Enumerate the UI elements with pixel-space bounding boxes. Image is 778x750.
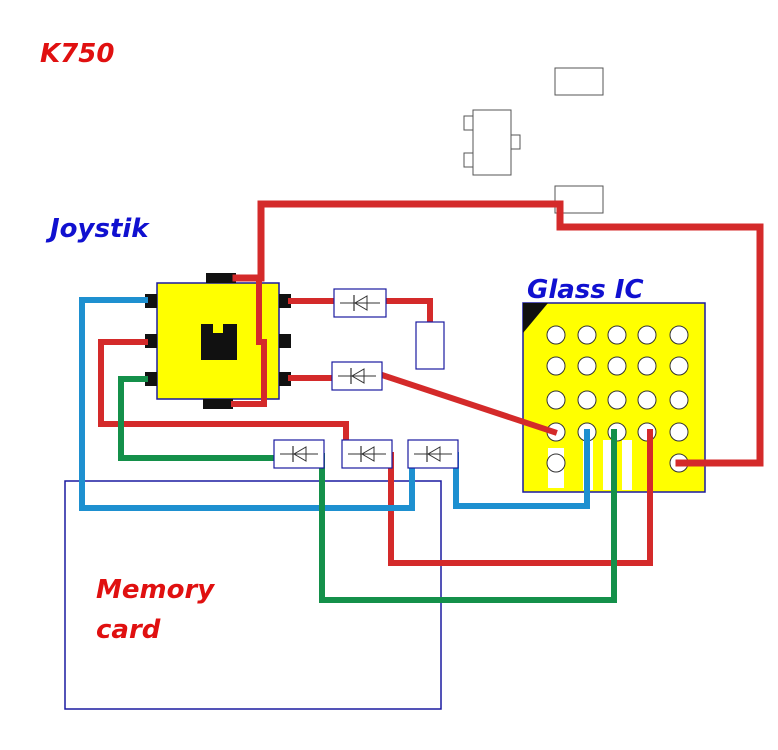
glass-ic-label: Glass IC xyxy=(527,275,644,305)
ic-ball xyxy=(577,390,597,410)
red-trace-diode2-out xyxy=(378,371,558,436)
top-resistor-pad xyxy=(554,67,604,96)
diode-symbol-icon xyxy=(273,439,325,469)
joystick-label: Joystik xyxy=(45,214,150,244)
ic-ball xyxy=(607,325,627,345)
sot23-package-icon xyxy=(463,109,521,176)
ic-ball xyxy=(546,453,566,473)
ic-ball xyxy=(669,325,689,345)
memory-card-outline xyxy=(64,480,442,710)
blue-trace-right xyxy=(453,429,590,509)
ic-ball xyxy=(546,325,566,345)
diode-symbol-icon xyxy=(331,361,383,391)
diode-symbol-icon xyxy=(341,439,393,469)
ic-ball xyxy=(546,390,566,410)
diode-symbol-icon xyxy=(333,288,387,318)
red-trace-top xyxy=(232,200,764,467)
resistor-pad-small xyxy=(415,321,445,370)
ic-channel xyxy=(603,440,613,490)
diode-symbol-icon xyxy=(407,439,459,469)
ic-ball xyxy=(669,422,689,442)
ic-ball xyxy=(637,325,657,345)
ic-ball xyxy=(607,390,627,410)
joystick-component xyxy=(145,273,291,409)
red-trace-left-loop xyxy=(98,339,349,458)
ic-ball xyxy=(637,356,657,376)
ic-ball xyxy=(669,390,689,410)
ic-ball xyxy=(577,325,597,345)
red-trace-diode1-out xyxy=(383,298,433,325)
ic-ball xyxy=(637,390,657,410)
ic-ball xyxy=(577,356,597,376)
green-trace-left xyxy=(118,376,281,461)
ic-ball xyxy=(607,356,627,376)
model-label: K750 xyxy=(40,39,114,69)
ic-ball xyxy=(546,356,566,376)
memory-card-label-line2: card xyxy=(96,615,161,645)
red-trace-joystick-inner xyxy=(231,280,267,407)
blue-trace-left xyxy=(79,297,415,511)
ic-ball xyxy=(669,356,689,376)
ic-channel xyxy=(622,440,632,490)
memory-card-label-line1: Memory xyxy=(96,575,215,605)
green-trace-right xyxy=(319,429,617,603)
